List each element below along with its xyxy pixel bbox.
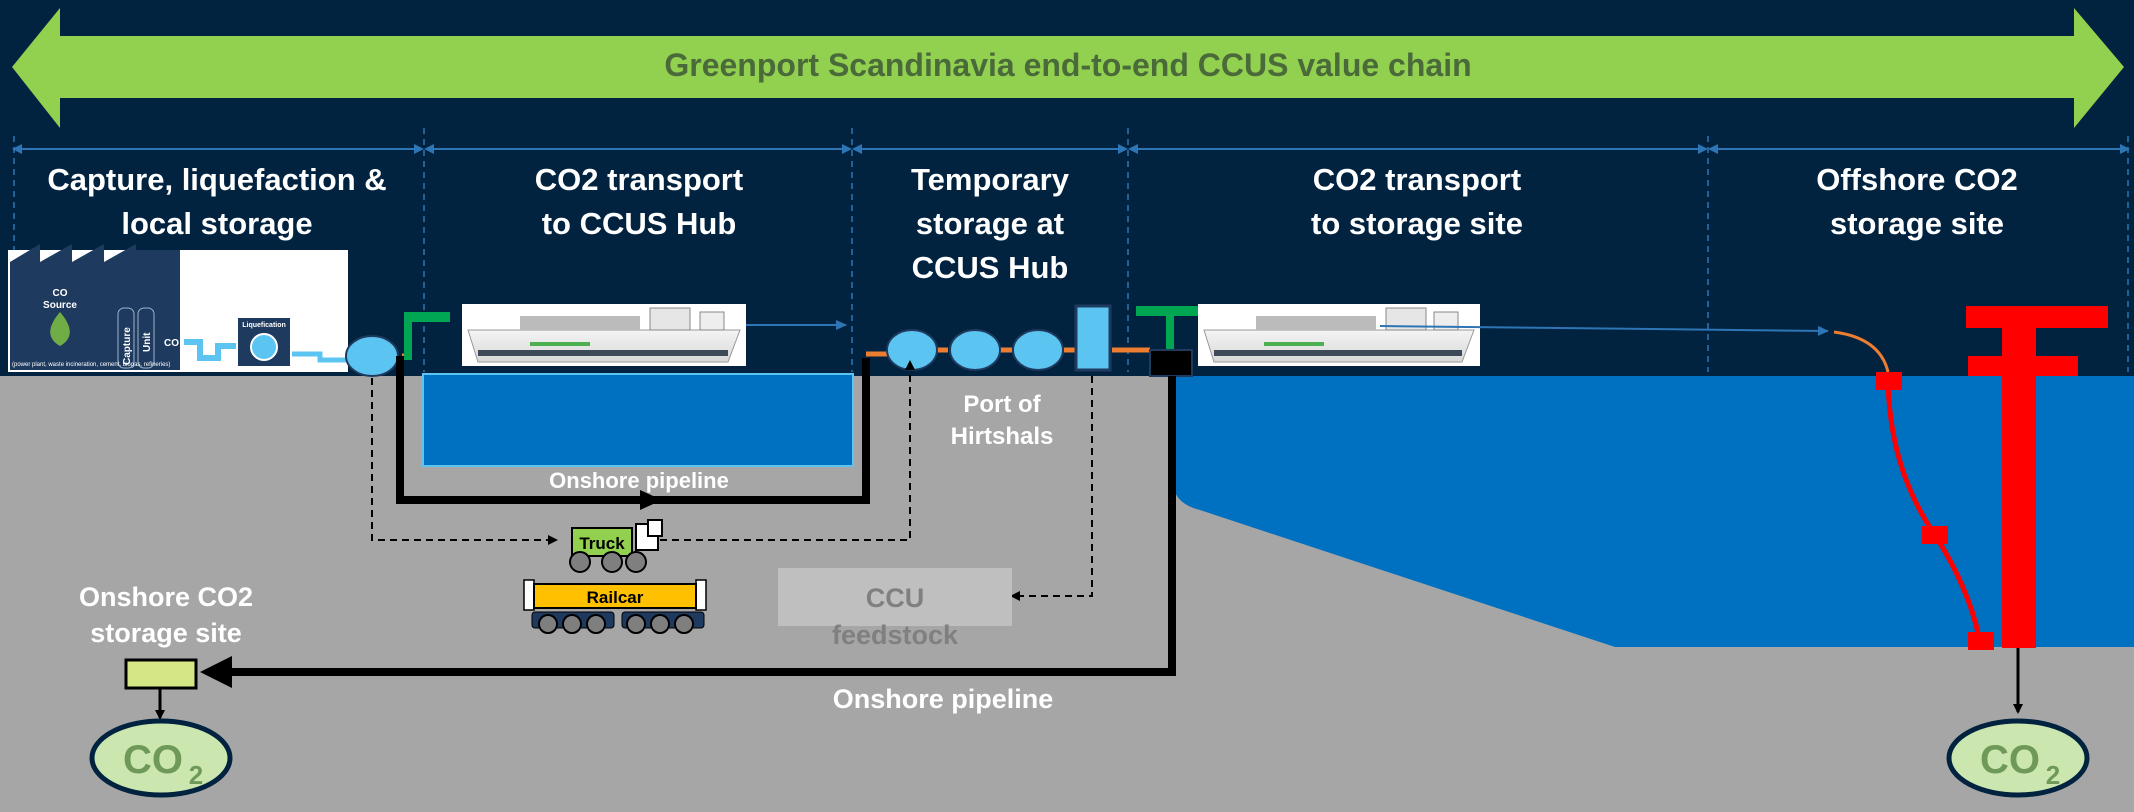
ccu-label-line2: feedstock (832, 620, 959, 650)
stage-2-title-line2: to CCUS Hub (542, 206, 737, 241)
stage-4-title-line2: to storage site (1311, 206, 1523, 241)
co2-carrier-ship-1 (462, 304, 847, 366)
capture-illustration: CO Source Capture Unit CO Liquefication … (8, 244, 348, 372)
capture-column-label: Capture (122, 327, 133, 365)
port-label-line1: Port of (963, 391, 1041, 418)
hub-tank-1 (886, 329, 938, 371)
offshore-co2-reservoir: CO 2 (1946, 718, 2090, 798)
factory-co2-label: CO (53, 288, 68, 299)
liquefaction-label: Liquefication (242, 322, 286, 329)
onshore-pipeline-lower (214, 376, 1176, 676)
onshore-co2-main: CO (123, 738, 183, 782)
stage-dimension-lines (12, 128, 2130, 372)
onshore-pipeline-upper (396, 356, 870, 504)
stage-3-title-line3: CCUS Hub (912, 250, 1069, 285)
hub-storage-tanks (866, 304, 1150, 372)
pipe-co2-label: CO (164, 338, 179, 349)
local-storage-tank (345, 335, 399, 377)
port-label-line2: Hirtshals (951, 423, 1054, 450)
offshore-co2-sub: 2 (2046, 760, 2060, 790)
harbour-basin (422, 373, 854, 467)
loading-arm-2 (1136, 306, 1198, 377)
pipeline-flow-arrow (640, 490, 662, 510)
capture-footnote: (power plant, waste incineration, cement… (12, 362, 170, 368)
stage-1-title-line1: Capture, liquefaction & (47, 162, 386, 197)
banner-title: Greenport Scandinavia end-to-end CCUS va… (664, 47, 1471, 83)
offshore-co2-main: CO (1980, 738, 2040, 782)
stage-2-title-line1: CO2 transport (535, 162, 743, 197)
factory-source-label: Source (43, 300, 77, 311)
onshore-co2-sub: 2 (189, 760, 203, 790)
loading-arm-1 (402, 312, 450, 360)
banner-arrow (12, 8, 2124, 128)
stage-5-title-line2: storage site (1830, 206, 2004, 241)
hub-tank-2 (949, 329, 1001, 371)
pipeline-lower-arrowhead (200, 656, 232, 688)
hub-tall-tank (1074, 304, 1112, 372)
stage-5-title-line1: Offshore CO2 (1816, 162, 2018, 197)
railcar-label: Railcar (587, 588, 644, 607)
onshore-pipeline-upper-label: Onshore pipeline (549, 468, 729, 493)
onshore-pipeline-lower-label: Onshore pipeline (833, 684, 1054, 714)
unit-column-label: Unit (142, 332, 153, 352)
onshore-wellhead (124, 658, 198, 690)
road-rail-routes (371, 360, 1093, 601)
stage-3-title-line2: storage at (916, 206, 1064, 241)
railcar-icon (523, 579, 707, 634)
stage-1-title-line2: local storage (121, 206, 312, 241)
hub-tank-3 (1012, 329, 1064, 371)
pipeline-junction (1149, 349, 1193, 377)
onshore-co2-reservoir: CO 2 (89, 718, 233, 798)
onshore-storage-label-line2: storage site (90, 618, 242, 648)
truck-icon (569, 519, 663, 573)
co2-carrier-ship-2 (1198, 304, 1829, 366)
truck-label: Truck (579, 534, 625, 553)
offshore-injection-well (1833, 330, 1994, 650)
biogenic-drop-icon (50, 312, 70, 346)
ccu-label-line1: CCU (866, 583, 925, 613)
onshore-storage-label-line1: Onshore CO2 (79, 582, 253, 612)
stage-3-title-line1: Temporary (911, 162, 1070, 197)
ccu-feedstock-box (778, 568, 1012, 626)
offshore-platform (1966, 306, 2108, 648)
stage-4-title-line1: CO2 transport (1313, 162, 1521, 197)
